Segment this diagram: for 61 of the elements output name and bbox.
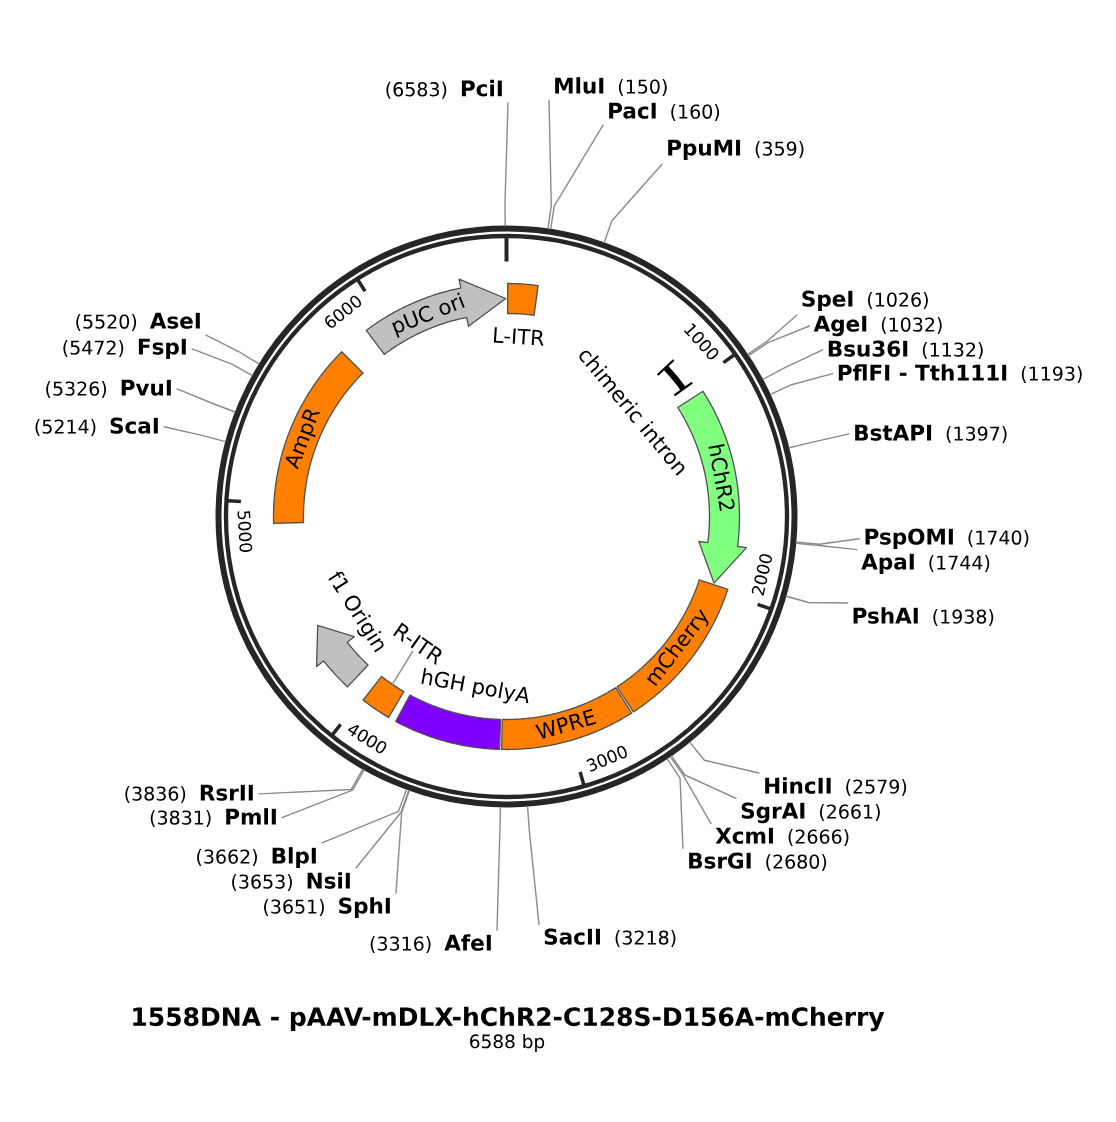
site-label: SgrAI (2661) — [741, 802, 880, 824]
site-label: (3836) RsrII — [125, 784, 253, 803]
leader-line — [669, 756, 712, 825]
leader-line — [547, 99, 552, 230]
leader-line — [795, 538, 861, 545]
leader-line — [550, 124, 604, 230]
site-label: AgeI (1032) — [813, 315, 942, 337]
site-label: PflFI - Tth111I (1193) — [838, 364, 1082, 383]
site-label: HincII (2579) — [765, 777, 907, 796]
site-label: ApaI (1744) — [861, 553, 990, 574]
leader-line — [395, 790, 410, 894]
leader-line — [176, 388, 236, 413]
tick-label: 5000 — [237, 511, 253, 552]
site-label: (3316) AfeI — [370, 934, 491, 953]
site-label: XcmI (2666) — [715, 827, 849, 846]
site-label: BsrGI (2680) — [689, 852, 827, 871]
site-label: SpeI (1026) — [802, 290, 928, 311]
leader-line — [795, 542, 858, 551]
leader-line — [205, 334, 260, 365]
feature-block: AmpR — [272, 351, 364, 525]
leader-line — [496, 806, 502, 931]
leader-line — [526, 806, 540, 926]
leader-line — [281, 769, 365, 819]
leader-line — [769, 372, 834, 396]
site-label: MluI (150) — [555, 77, 667, 96]
site-label: PacI (160) — [609, 102, 720, 121]
site-label: (3651) SphI — [264, 897, 390, 918]
site-label: (3653) NsiI — [232, 872, 350, 891]
site-label: PshAI (1938) — [853, 607, 994, 626]
subtitle: 6588 bp — [470, 1034, 545, 1052]
leader-line — [762, 349, 824, 380]
leader-line — [321, 789, 408, 844]
leader-line — [391, 650, 414, 685]
site-label: (3831) PmlI — [150, 808, 276, 827]
site-label: (5520) AseI — [76, 312, 200, 331]
leader-line — [191, 348, 253, 377]
leader-line — [258, 768, 364, 795]
leader-line — [666, 758, 684, 850]
leader-line — [748, 325, 811, 357]
tick-label: 2000 — [751, 554, 772, 596]
site-label: BstAPI (1397) — [855, 424, 1007, 443]
site-label: Bsu36I (1132) — [828, 340, 983, 359]
site-label: SacII (3218) — [544, 928, 676, 947]
site-label: (5472) FspI — [63, 338, 186, 359]
site-label: (3662) BlpI — [197, 847, 316, 868]
leader-line — [504, 102, 509, 227]
site-label: PpuMI (359) — [668, 139, 804, 160]
leader-line — [689, 741, 760, 774]
site-label: (5214) ScaI — [35, 417, 158, 436]
leader-line — [788, 433, 850, 449]
leader-line — [163, 426, 226, 443]
feature-block — [362, 675, 405, 719]
site-label: (6583) PciI — [386, 79, 502, 99]
site-label: PspOMI (1740) — [865, 528, 1029, 549]
leader-line — [785, 595, 849, 604]
leader-line — [671, 755, 737, 800]
leader-line — [355, 789, 410, 869]
site-label: (5326) PvuI — [46, 379, 171, 398]
leader-line — [747, 314, 798, 355]
title: 1558DNA - pAAV-mDLX-hChR2-C128S-D156A-mCherry — [133, 1006, 885, 1032]
leader-line — [603, 163, 663, 244]
